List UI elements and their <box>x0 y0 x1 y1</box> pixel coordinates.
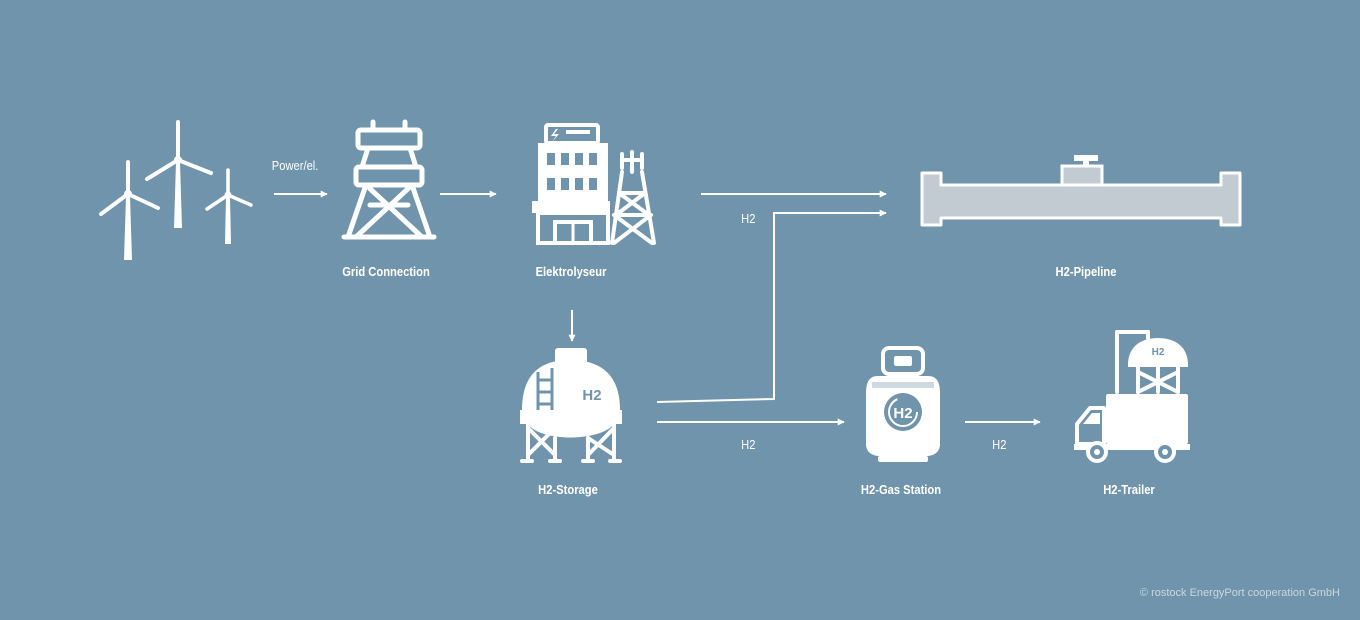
h2-flow-label-trailer: H2 <box>992 437 1007 452</box>
trailer-h2-icon-text: H2 <box>1152 347 1165 358</box>
transmission-tower-icon <box>341 119 437 240</box>
copyright-notice: © rostock EnergyPort cooperation GmbH <box>1139 587 1340 599</box>
hydrogen-storage-tank-icon: H2 <box>520 348 622 463</box>
h2-gas-station-label: H2-Gas Station <box>860 482 942 497</box>
h2-pipeline-label: H2-Pipeline <box>1055 264 1117 279</box>
arrow-storage-to-pipeline <box>656 209 887 403</box>
electrolyzer-plant-icon <box>532 123 656 245</box>
h2-flow-label-pipeline: H2 <box>741 211 756 226</box>
h2-trailer-label: H2-Trailer <box>1103 482 1155 497</box>
h2-storage-label: H2-Storage <box>538 482 598 497</box>
elektrolyseur-label: Elektrolyseur <box>535 264 607 279</box>
storage-h2-icon-text: H2 <box>582 387 601 404</box>
gas-station-cylinder-icon: H2 <box>866 346 940 462</box>
grid-connection-label: Grid Connection <box>342 264 430 279</box>
wind-turbines-icon <box>99 120 253 260</box>
h2-flow-label-station: H2 <box>741 437 756 452</box>
gas-station-h2-icon-text: H2 <box>893 405 912 422</box>
power-flow-label: Power/el. <box>271 158 319 173</box>
hydrogen-trailer-icon: H2 <box>1074 330 1190 463</box>
pipeline-icon <box>920 155 1242 227</box>
